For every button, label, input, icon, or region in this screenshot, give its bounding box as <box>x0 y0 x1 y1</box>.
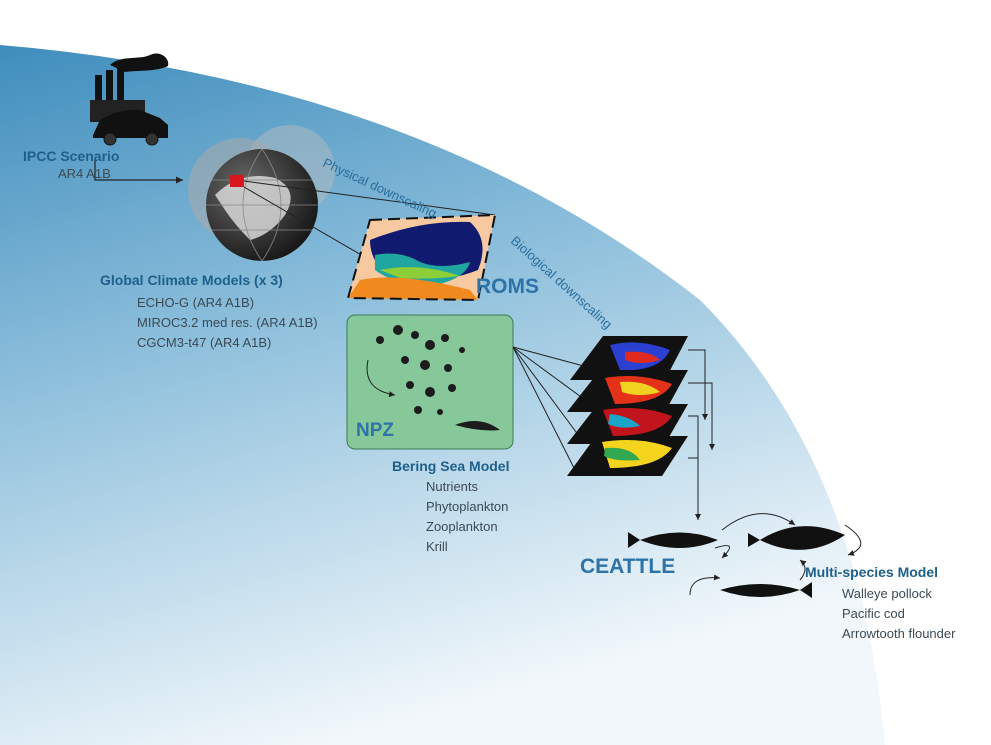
bering-item: Nutrients <box>426 479 479 494</box>
multi-item: Arrowtooth flounder <box>842 626 956 641</box>
npz-box <box>346 314 514 450</box>
car-icon <box>93 109 168 146</box>
ipcc-title: IPCC Scenario <box>23 148 120 164</box>
stacked-maps <box>567 336 688 476</box>
fish-icon <box>628 526 845 598</box>
multi-item: Walleye pollock <box>842 586 932 601</box>
ipcc-arrow <box>94 160 183 184</box>
bering-item: Zooplankton <box>426 519 498 534</box>
multi-title: Multi-species Model <box>805 564 939 580</box>
globe-icon <box>188 125 335 262</box>
gcm-item: ECHO-G (AR4 A1B) <box>137 295 255 310</box>
bering-item: Krill <box>426 539 448 554</box>
ceattle-label: CEATTLE <box>580 555 676 578</box>
ipcc-subtitle: AR4 A1B <box>58 166 111 181</box>
gcm-item: MIROC3.2 med res. (AR4 A1B) <box>137 315 318 330</box>
bering-item: Phytoplankton <box>426 499 509 514</box>
gcm-item: CGCM3-t47 (AR4 A1B) <box>137 335 272 350</box>
gcm-title: Global Climate Models (x 3) <box>100 272 283 288</box>
npz-label: NPZ <box>356 420 394 441</box>
multi-item: Pacific cod <box>842 606 905 621</box>
roms-label: ROMS <box>476 275 539 298</box>
roms-map-icon <box>346 213 497 302</box>
plankton-icon <box>376 325 500 431</box>
bering-title: Bering Sea Model <box>392 458 510 474</box>
